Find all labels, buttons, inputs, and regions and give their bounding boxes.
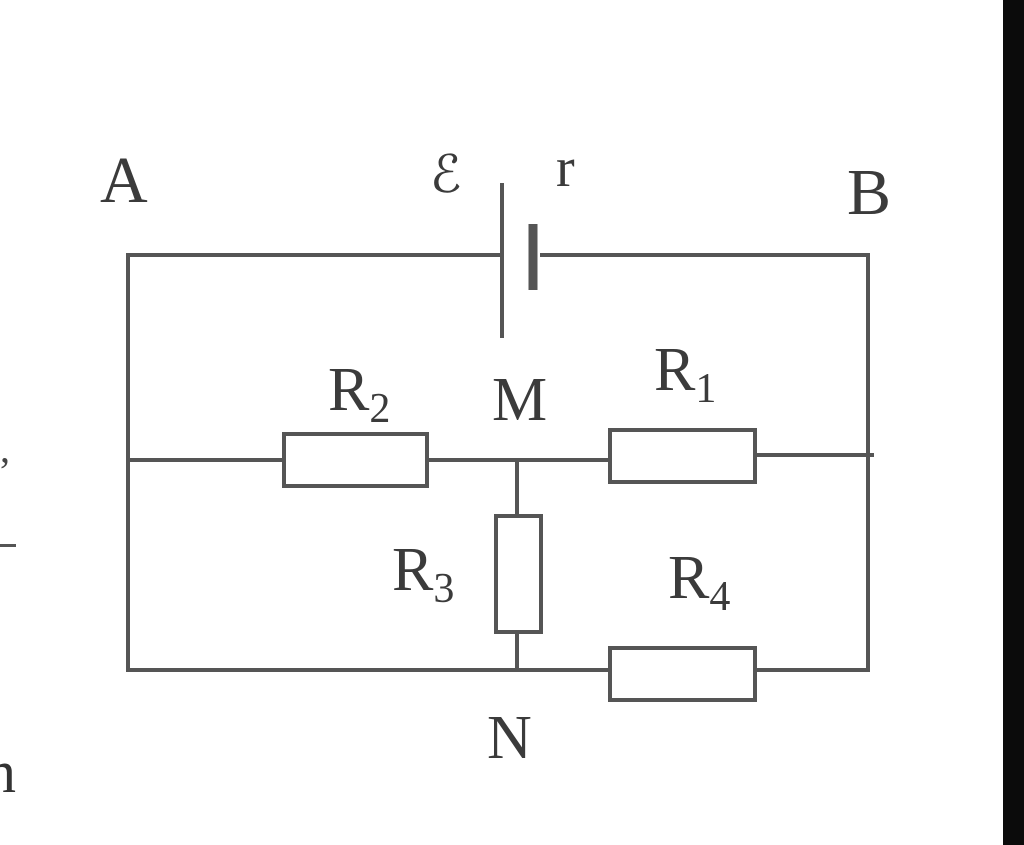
edge-comma-fragment: ,: [0, 426, 10, 471]
wires: [126, 253, 874, 672]
resistor-r4: [608, 646, 757, 702]
node-n-label: N: [487, 704, 532, 772]
emf-label: ℰ: [430, 147, 461, 204]
edge-n-fragment: n: [0, 739, 16, 805]
r4-label: R4: [668, 544, 730, 620]
node-b-label: B: [847, 156, 891, 229]
right-edge-bar: [1003, 0, 1024, 845]
resistor-r2: [282, 432, 429, 488]
battery-symbol: [500, 183, 538, 338]
internal-resistance-label: r: [556, 137, 575, 199]
resistor-r3: [494, 514, 543, 634]
resistor-r1: [608, 428, 757, 484]
wire-top-right: [540, 253, 870, 672]
node-m-label: M: [492, 366, 547, 434]
r3-label: R3: [392, 536, 454, 612]
r2-label: R2: [328, 356, 390, 432]
edge-dash-fragment: [0, 544, 16, 547]
node-a-label: A: [100, 144, 148, 217]
wire-top-left: [126, 253, 519, 672]
r1-label: R1: [654, 336, 716, 412]
